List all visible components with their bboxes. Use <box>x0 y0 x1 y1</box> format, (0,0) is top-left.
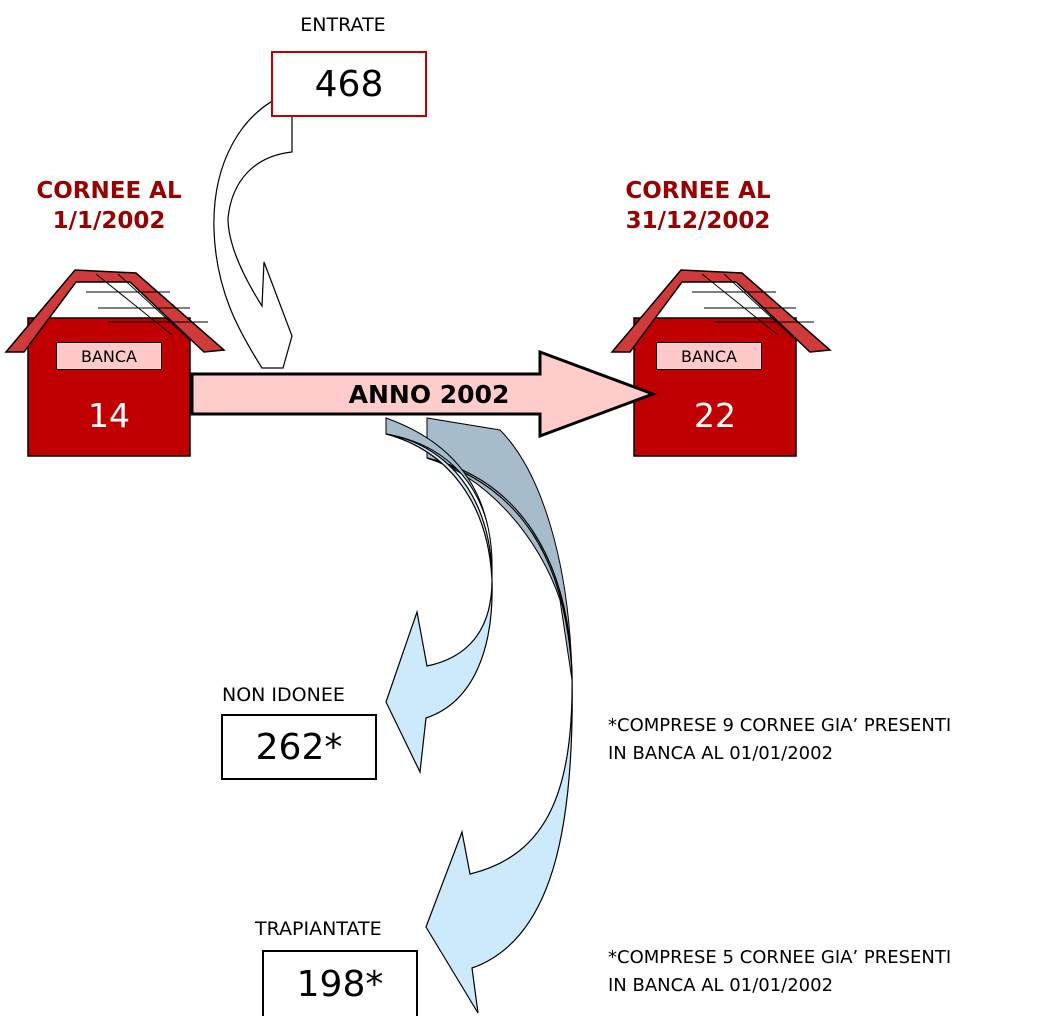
non-idonee-value-box: 262* <box>221 714 377 780</box>
house-start-title: CORNEE AL 1/1/2002 <box>36 178 182 234</box>
house-end-body <box>633 317 797 457</box>
incoming-arrow <box>213 91 293 369</box>
house-end-bank-tag: BANCA <box>656 342 762 370</box>
year-arrow-shape <box>190 349 658 439</box>
house-end <box>610 269 832 457</box>
house-end-title: CORNEE AL 31/12/2002 <box>625 178 771 234</box>
house-end-count: 22 <box>694 395 736 435</box>
entrate-label: ENTRATE <box>300 14 386 36</box>
house-start <box>4 269 226 457</box>
outgoing-arrow-trapiantate <box>425 417 573 1014</box>
non-idonee-note: *COMPRESE 9 CORNEE GIA’ PRESENTI IN BANC… <box>608 715 952 764</box>
trapiantate-arrow-head <box>425 457 573 1014</box>
house-start-body <box>27 317 191 457</box>
house-start-roof <box>4 269 226 353</box>
non-idonee-arrow-head <box>385 433 493 775</box>
trapiantate-note: *COMPRESE 5 CORNEE GIA’ PRESENTI IN BANC… <box>608 947 952 996</box>
outgoing-arrow-non-idonee <box>385 417 493 775</box>
house-start-bank-tag: BANCA <box>56 342 162 370</box>
house-end-roof <box>610 269 832 353</box>
house-start-roof-tiles <box>86 273 208 341</box>
entrate-value-box: 468 <box>271 51 427 117</box>
trapiantate-label: TRAPIANTATE <box>255 918 382 940</box>
house-start-count: 14 <box>88 395 130 435</box>
year-arrow-label: ANNO 2002 <box>348 380 510 409</box>
trapiantate-value-box: 198* <box>262 950 418 1016</box>
incoming-arrow-tail <box>213 91 293 369</box>
non-idonee-label: NON IDONEE <box>222 684 345 706</box>
house-end-roof-tiles <box>692 273 814 341</box>
